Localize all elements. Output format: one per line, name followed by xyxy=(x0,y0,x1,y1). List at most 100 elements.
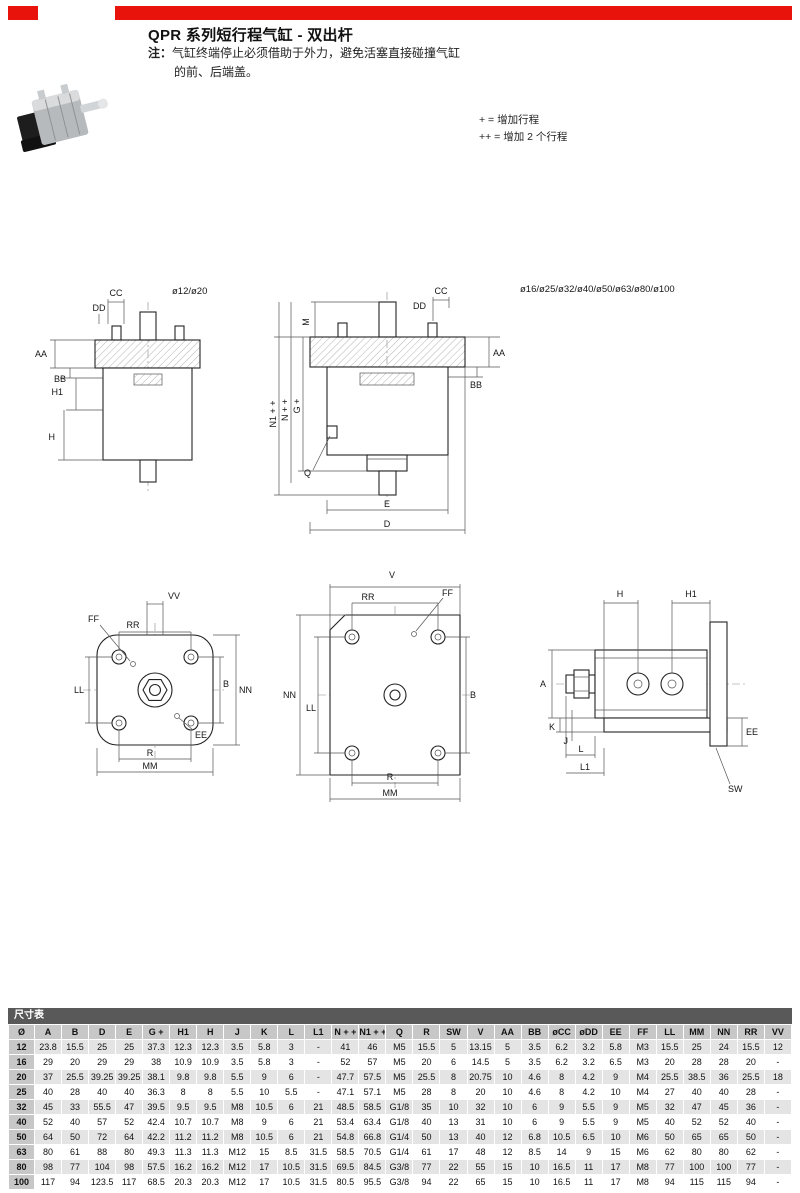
table-cell: 10.7 xyxy=(196,1114,225,1130)
table-cell: 6.2 xyxy=(547,1039,576,1055)
table-cell: 72 xyxy=(88,1129,117,1145)
table-cell: 10.5 xyxy=(250,1099,279,1115)
table-cell: 94 xyxy=(655,1174,684,1190)
table-cell: M4 xyxy=(628,1084,657,1100)
technical-drawings: ø12/ø20 CC DD AA BB H1 H ø16/ø25 xyxy=(35,284,758,802)
table-cell: 5 xyxy=(493,1054,522,1070)
table-cell: 40 xyxy=(8,1114,35,1130)
table-cell: 15.5 xyxy=(655,1039,684,1055)
table-cell: 37 xyxy=(33,1069,63,1085)
table-cell: 6 xyxy=(277,1099,306,1115)
table-cell: 88 xyxy=(88,1144,117,1160)
table-cell: 11.3 xyxy=(196,1144,225,1160)
table-cell: 50 xyxy=(655,1129,684,1145)
column-header: B xyxy=(61,1024,90,1040)
table-cell: 9 xyxy=(547,1114,576,1130)
table-cell: 98 xyxy=(115,1159,144,1175)
table-cell: 12.3 xyxy=(169,1039,198,1055)
column-header: EE xyxy=(601,1024,630,1040)
column-header: NN xyxy=(709,1024,738,1040)
table-cell: 9 xyxy=(601,1099,630,1115)
table-cell: 25 xyxy=(8,1084,35,1100)
table-cell: 25 xyxy=(88,1039,117,1055)
table-cell: 10 xyxy=(493,1069,522,1085)
table-cell: 94 xyxy=(412,1174,441,1190)
table-cell: 11 xyxy=(574,1174,603,1190)
table-cell: 57.5 xyxy=(358,1069,387,1085)
dim-label-ff: FF xyxy=(88,614,99,624)
table-cell: 11.2 xyxy=(169,1129,198,1145)
column-header: LL xyxy=(655,1024,684,1040)
table-cell: 80.5 xyxy=(331,1174,360,1190)
table-cell: 28 xyxy=(709,1054,738,1070)
table-cell: 5.5 xyxy=(574,1099,603,1115)
drawing-end-view-small: VV FF RR LL B NN EE R xyxy=(74,591,252,776)
table-cell: M5 xyxy=(385,1084,414,1100)
column-header: FF xyxy=(628,1024,657,1040)
table-cell: 6.8 xyxy=(520,1129,549,1145)
dim-label-h: H xyxy=(49,432,56,442)
table-cell: 3.5 xyxy=(223,1039,252,1055)
table-cell: M6 xyxy=(628,1129,657,1145)
table-cell: 123.5 xyxy=(88,1174,117,1190)
table-cell: 25.5 xyxy=(61,1069,90,1085)
dim-label-l: L xyxy=(578,744,583,754)
stroke-legend: + = 增加行程 ++ = 增加 2 个行程 xyxy=(479,112,567,147)
table-cell: 66.8 xyxy=(358,1129,387,1145)
table-cell: 80 xyxy=(33,1144,63,1160)
dim-label-sw: SW xyxy=(728,784,743,794)
dim-label-e: E xyxy=(384,499,390,509)
dim-label-h5: H xyxy=(617,589,624,599)
column-header: AA xyxy=(493,1024,522,1040)
table-cell: 20 xyxy=(8,1069,35,1085)
table-cell: 61 xyxy=(61,1144,90,1160)
column-header: K xyxy=(250,1024,279,1040)
dim-label-k: K xyxy=(549,722,555,732)
table-cell: 55 xyxy=(466,1159,495,1175)
table-cell: 37.3 xyxy=(142,1039,171,1055)
column-header: RR xyxy=(736,1024,765,1040)
legend-line-2: ++ = 增加 2 个行程 xyxy=(479,131,568,144)
table-cell: M12 xyxy=(223,1159,252,1175)
table-cell: 57.1 xyxy=(358,1084,387,1100)
table-cell: 46 xyxy=(358,1039,387,1055)
table-cell: - xyxy=(763,1114,793,1130)
table-cell: 16 xyxy=(8,1054,35,1070)
table-cell: 16.2 xyxy=(169,1159,198,1175)
dim-label-cc2: CC xyxy=(435,286,448,296)
table-cell: 10 xyxy=(601,1129,630,1145)
column-header: N + + xyxy=(331,1024,360,1040)
dim-label-gplus: G + xyxy=(292,399,302,414)
table-cell: - xyxy=(763,1144,793,1160)
table-cell: 32 xyxy=(8,1099,35,1115)
table-cell: 5 xyxy=(493,1039,522,1055)
column-header: Ø xyxy=(8,1024,35,1040)
dim-label-bb: BB xyxy=(54,374,66,384)
table-cell: M8 xyxy=(223,1114,252,1130)
table-cell: 16.5 xyxy=(547,1159,576,1175)
table-cell: M8 xyxy=(223,1129,252,1145)
table-cell: 14.5 xyxy=(466,1054,495,1070)
table-cell: 38.5 xyxy=(682,1069,711,1085)
table-cell: 10.9 xyxy=(169,1054,198,1070)
table-cell: 25.5 xyxy=(412,1069,441,1085)
table-cell: 11 xyxy=(574,1159,603,1175)
table-cell: 10.5 xyxy=(250,1129,279,1145)
table-cell: 5.8 xyxy=(250,1039,279,1055)
table-cell: - xyxy=(763,1159,793,1175)
table-cell: 40 xyxy=(61,1114,90,1130)
table-cell: M8 xyxy=(628,1159,657,1175)
table-cell: 24 xyxy=(709,1039,738,1055)
table-cell: 12 xyxy=(493,1129,522,1145)
table-cell: 15 xyxy=(493,1159,522,1175)
table-cell: 42.2 xyxy=(142,1129,171,1145)
table-cell: 80 xyxy=(709,1144,738,1160)
table-cell: 8 xyxy=(439,1069,468,1085)
table-cell: 57 xyxy=(358,1054,387,1070)
table-cell: 9 xyxy=(250,1069,279,1085)
table-cell: 25.5 xyxy=(655,1069,684,1085)
table-cell: 31.5 xyxy=(304,1159,333,1175)
table-cell: - xyxy=(304,1084,333,1100)
